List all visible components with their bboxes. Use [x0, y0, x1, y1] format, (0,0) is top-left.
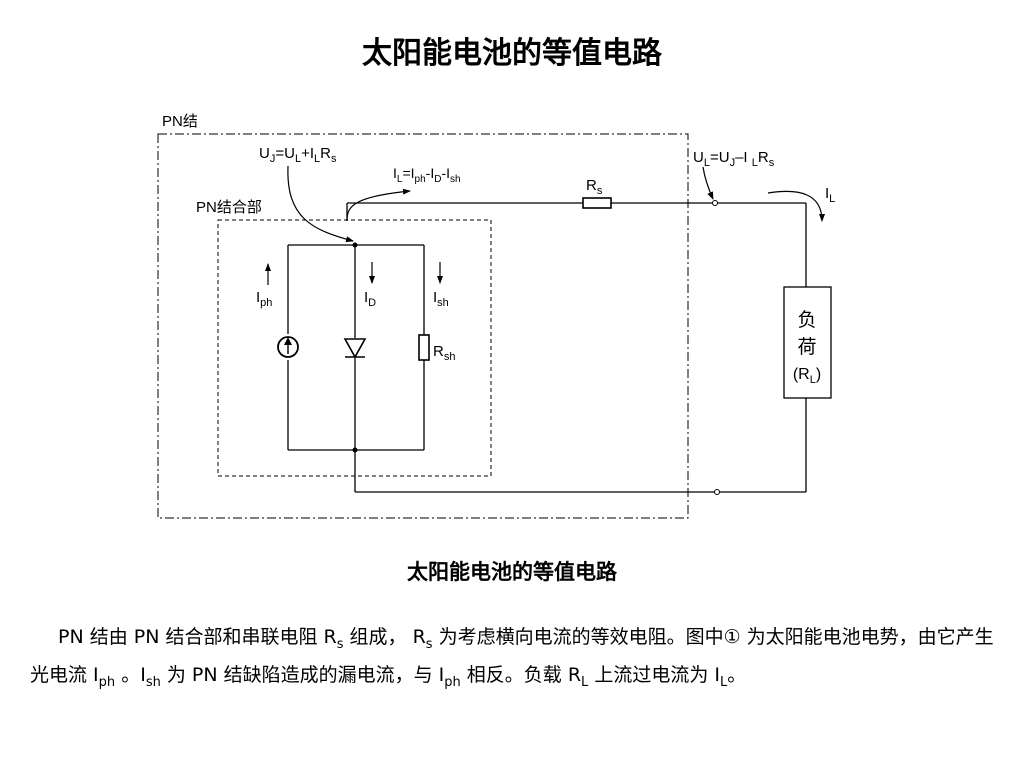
current-source-icon	[277, 336, 299, 358]
pn-junction-boundary	[157, 133, 689, 519]
load-box	[783, 286, 832, 399]
inner-wires	[287, 202, 807, 493]
node-bottom	[352, 447, 358, 453]
diode-icon	[343, 338, 367, 359]
ul-equation: UL=UJ–I LRs	[693, 149, 775, 169]
ish-label: Ish	[433, 289, 449, 309]
rsh-label: Rsh	[433, 343, 455, 363]
il-equation: IL=Iph-ID-Ish	[393, 165, 461, 185]
il-label: IL	[825, 185, 835, 205]
figure-caption: 太阳能电池的等值电路	[407, 559, 617, 584]
load-label-line2: 荷	[797, 336, 816, 358]
load-label-line3: (RL)	[793, 366, 821, 386]
rs-label: Rs	[586, 177, 603, 197]
current-source-symbol-icon: ①	[723, 626, 741, 648]
rsh-resistor-icon	[418, 334, 430, 361]
id-label: ID	[364, 289, 376, 309]
terminal-bottom	[714, 489, 720, 495]
terminal-top	[712, 200, 718, 206]
rs-resistor-icon	[582, 197, 612, 209]
pn-junction-part-label: PN结合部	[196, 199, 262, 216]
node-top	[352, 242, 358, 248]
il-right-arrow-icon	[767, 190, 825, 222]
uj-equation: UJ=UL+ILRs	[259, 145, 337, 165]
circuit-diagram: PN结 PN结合部 UJ=UL+ILRs IL=Iph-ID-Ish UL=UJ…	[157, 113, 835, 519]
pn-junction-label: PN结	[162, 113, 198, 130]
il-top-arrow-icon	[346, 188, 411, 222]
description-paragraph: PN 结由 PN 结合部和串联电阻 Rs 组成， Rs 为考虑横向电流的等效电阻…	[30, 626, 994, 690]
current-arrows	[265, 165, 825, 285]
uj-pointer-icon	[287, 165, 354, 243]
iph-label: Iph	[256, 289, 272, 309]
ul-pointer-icon	[702, 166, 714, 200]
page-title: 太阳能电池的等值电路	[362, 36, 662, 71]
load-label-line1: 负	[797, 309, 816, 331]
